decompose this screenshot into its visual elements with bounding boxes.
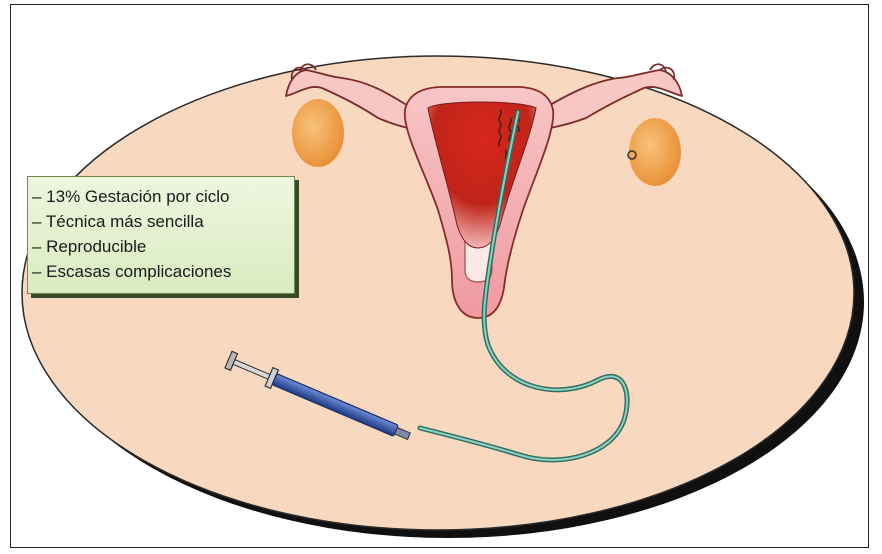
advantage-item: – 13% Gestación por ciclo (32, 184, 294, 209)
advantage-item: – Técnica más sencilla (32, 209, 294, 234)
advantages-box: – 13% Gestación por ciclo – Técnica más … (27, 176, 295, 294)
ovary-right (629, 118, 681, 186)
advantage-item: – Reproducible (32, 234, 294, 259)
ovary-left (292, 99, 344, 167)
advantage-item: – Escasas complicaciones (32, 259, 294, 284)
